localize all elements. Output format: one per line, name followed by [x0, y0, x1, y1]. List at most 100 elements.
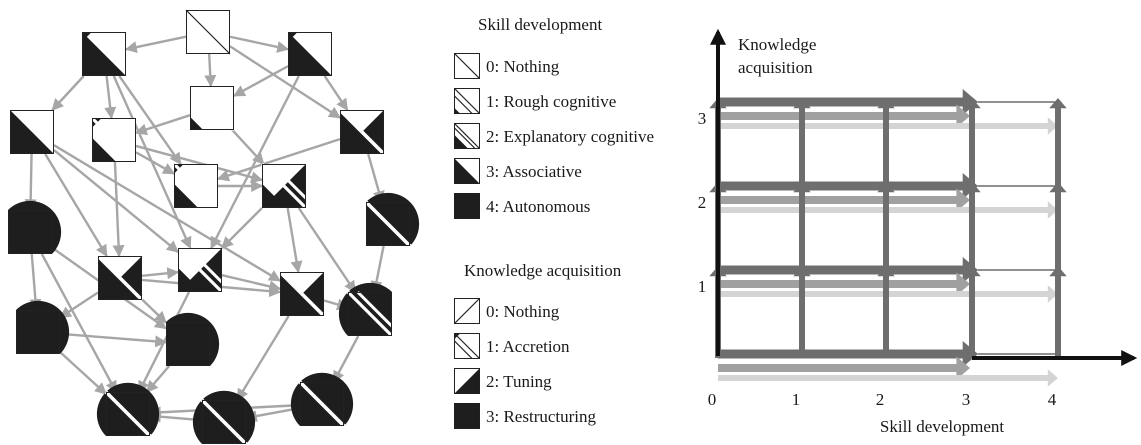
graph-edge [134, 114, 191, 136]
graph-edge [231, 129, 265, 165]
skill-legend-title: Skill development [478, 15, 603, 34]
graph-node [172, 162, 220, 210]
knowledge-arrow [793, 266, 811, 358]
graph-edge [244, 406, 301, 422]
graph-edge [236, 315, 290, 402]
graph-node [96, 382, 160, 438]
skill-legend-item: 1: Rough cognitive [486, 92, 617, 111]
knowledge-arrow [877, 98, 895, 190]
skill-arrow-dark [718, 172, 978, 200]
graph-edge [24, 153, 37, 212]
knowledge-level-1-icon [454, 333, 480, 359]
graph-edge [286, 207, 303, 274]
y-tick-label: 2 [698, 193, 707, 212]
graph-edge [135, 144, 264, 184]
knowledge-legend-title: Knowledge acquisition [464, 261, 622, 280]
skill-arrow-dark [718, 340, 978, 368]
skill-legend-item: 4: Autonomous [486, 197, 591, 216]
skill-arrow-light [718, 369, 1058, 387]
graph-edge [229, 35, 290, 53]
knowledge-legend-item: 2: Tuning [486, 372, 552, 391]
graph-node [16, 300, 70, 354]
graph-node [185, 9, 231, 55]
grid-cell [971, 269, 1059, 355]
grid-cell [971, 101, 1059, 187]
grid-cell [971, 185, 1059, 271]
graph-node [364, 192, 420, 248]
graph-edge [118, 75, 182, 165]
knowledge-arrow [1049, 98, 1067, 190]
knowledge-legend-item: 3: Restructuring [486, 407, 597, 426]
y-tick-label: 3 [698, 109, 707, 128]
x-tick-label: 3 [962, 390, 971, 409]
graph-edge [59, 332, 168, 348]
graph-edge [216, 138, 341, 182]
graph-edge [51, 75, 85, 111]
knowledge-arrow [793, 98, 811, 190]
knowledge-arrow [1049, 266, 1067, 358]
graph-node [192, 390, 256, 445]
skill-level-2-icon [454, 123, 480, 149]
y-tick-label: 1 [698, 277, 707, 296]
graph-edge [104, 75, 117, 120]
graph-node [290, 372, 354, 428]
graph-edge [367, 153, 385, 204]
graph-edge [323, 75, 349, 111]
graph-node [278, 270, 326, 318]
skill-level-4-icon [454, 193, 480, 219]
graph-edge [53, 144, 282, 282]
graph-node [188, 84, 236, 132]
graph-node [338, 108, 386, 156]
graph-edge [112, 161, 125, 258]
graph-edge [135, 151, 176, 175]
graph-edge [232, 65, 289, 97]
graph-node [10, 110, 54, 154]
knowledge-arrow [877, 182, 895, 274]
graph-edge [297, 207, 357, 293]
graph-edge [141, 267, 180, 280]
graph-edge [145, 365, 171, 393]
x-tick-label: 1 [792, 390, 801, 409]
graph-node [288, 32, 332, 76]
knowledge-level-2-icon [454, 368, 480, 394]
skill-arrow-dark [718, 88, 978, 116]
graph-edge [40, 253, 118, 394]
graph-edge [221, 207, 263, 249]
skill-legend-item: 2: Explanatory cognitive [486, 127, 655, 146]
x-tick-label: 4 [1048, 390, 1057, 409]
knowledge-arrow [963, 266, 981, 358]
knowledge-legend-item: 0: Nothing [486, 302, 560, 321]
knowledge-arrow [793, 182, 811, 274]
knowledge-level-3-icon [454, 403, 480, 429]
x-tick-label: 2 [876, 390, 885, 409]
skill-arrow-dark [718, 256, 978, 284]
x-tick-label: 0 [708, 390, 717, 409]
skill-arrow-mid [718, 272, 970, 296]
graph-node [260, 162, 308, 210]
graph-edge [141, 298, 167, 324]
knowledge-arrow [877, 266, 895, 358]
knowledge-level-0-icon [454, 298, 480, 324]
skill-legend-item: 3: Associative [486, 162, 582, 181]
graph-node [96, 254, 144, 302]
graph-node [338, 282, 394, 338]
graph-edge [29, 253, 42, 312]
graph-edge [229, 45, 342, 119]
knowledge-legend-item: 1: Accretion [486, 337, 570, 356]
graph-edge [204, 53, 217, 88]
graph-edge [59, 351, 107, 395]
skill-arrow-mid [718, 356, 970, 380]
knowledge-arrow [963, 98, 981, 190]
skill-level-3-icon [454, 158, 480, 184]
graph-node [82, 32, 126, 76]
graph-node [166, 312, 220, 366]
graph-node [176, 246, 224, 294]
state-graph [8, 9, 420, 445]
knowledge-arrow [1049, 182, 1067, 274]
graph-edge [44, 153, 108, 258]
skill-arrow-mid [718, 104, 970, 128]
graph-edge [58, 291, 99, 319]
skill-legend-item: 0: Nothing [486, 57, 560, 76]
